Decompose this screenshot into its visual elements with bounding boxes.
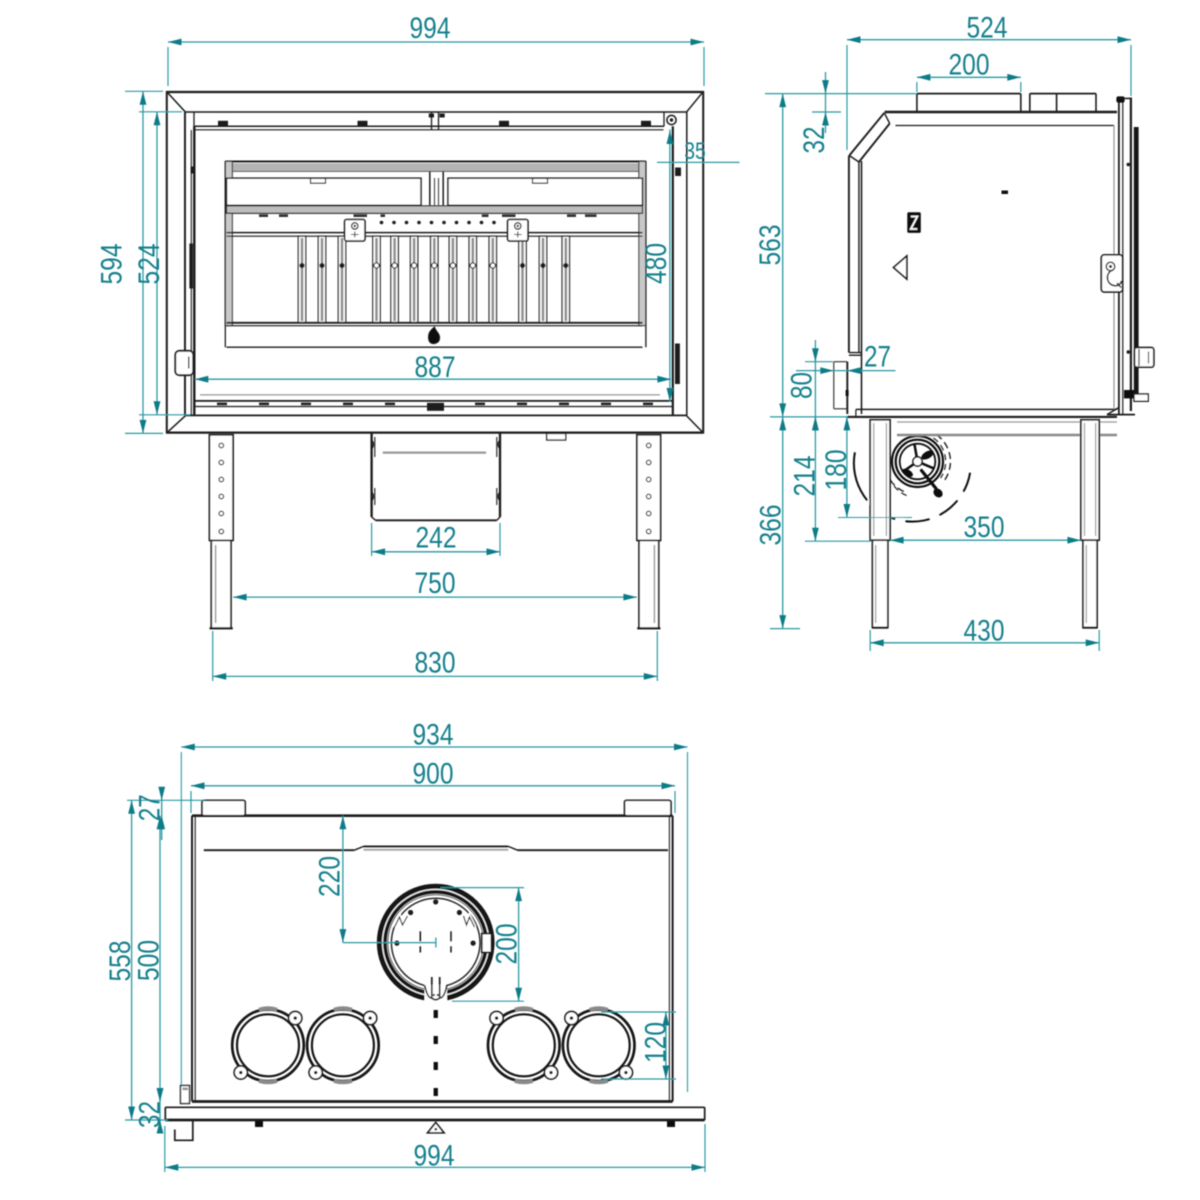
- svg-text:350: 350: [964, 511, 1005, 544]
- svg-text:500: 500: [132, 940, 165, 981]
- svg-text:120: 120: [640, 1022, 673, 1063]
- svg-text:214: 214: [789, 456, 822, 497]
- svg-text:220: 220: [313, 856, 346, 897]
- svg-text:524: 524: [133, 244, 166, 285]
- svg-text:200: 200: [490, 924, 523, 965]
- svg-text:480: 480: [640, 243, 673, 284]
- svg-text:994: 994: [414, 1139, 455, 1172]
- svg-text:242: 242: [416, 521, 457, 554]
- svg-text:180: 180: [820, 450, 853, 491]
- svg-text:35: 35: [684, 138, 706, 165]
- svg-text:524: 524: [967, 11, 1008, 44]
- svg-text:200: 200: [949, 48, 990, 81]
- svg-text:27: 27: [864, 340, 891, 373]
- svg-text:558: 558: [104, 941, 137, 982]
- svg-text:366: 366: [754, 505, 787, 546]
- svg-text:887: 887: [415, 351, 456, 384]
- svg-text:80: 80: [785, 372, 818, 399]
- svg-text:32: 32: [798, 127, 831, 154]
- svg-text:32: 32: [134, 1101, 167, 1128]
- svg-text:430: 430: [964, 614, 1005, 647]
- svg-text:994: 994: [410, 12, 451, 45]
- svg-text:830: 830: [415, 646, 456, 679]
- svg-text:750: 750: [415, 567, 456, 600]
- svg-text:934: 934: [413, 718, 454, 751]
- svg-text:594: 594: [95, 244, 128, 285]
- svg-text:563: 563: [754, 225, 787, 266]
- svg-text:900: 900: [413, 757, 454, 790]
- svg-text:27: 27: [134, 794, 167, 821]
